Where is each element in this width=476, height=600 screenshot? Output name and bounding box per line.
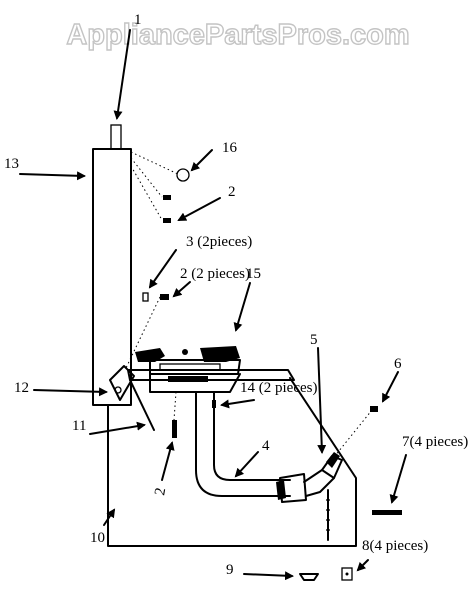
part-2-screw-mid [163, 218, 171, 223]
callout-1: 1 [134, 12, 142, 28]
callout-7: 7(4 pieces) [402, 434, 468, 450]
callout-12: 12 [14, 380, 29, 396]
callout-arrows [19, 29, 407, 581]
callout-9: 9 [226, 562, 234, 578]
callout-4: 4 [262, 438, 270, 454]
part-14-screw [212, 400, 216, 408]
part-10-base-frame [107, 377, 357, 547]
watermark-text: AppliancePartsPros.com [66, 19, 409, 51]
part-15-burner-assembly [135, 346, 241, 393]
callout-11: 11 [72, 418, 86, 434]
part-3-fastener [142, 292, 149, 302]
part-4-tube-outer [195, 391, 291, 497]
callout-16: 16 [222, 140, 238, 156]
callout-2-c: 2 [152, 487, 169, 497]
dotted-guides [125, 151, 373, 463]
part-7-bolt [372, 510, 402, 515]
callout-3: 3 (2pieces) [186, 234, 252, 250]
callout-5: 5 [310, 332, 318, 348]
callout-10: 10 [90, 530, 105, 546]
callout-2-b: 2 (2 pieces) [180, 266, 250, 282]
callout-14: 14 (2 pieces) [240, 380, 317, 396]
part-4-tube-inner [213, 391, 291, 481]
callout-8: 8(4 pieces) [362, 538, 428, 554]
top-plate [127, 369, 295, 381]
part-2-screw-top [163, 195, 171, 200]
part-16-knob [176, 168, 190, 182]
callout-13: 13 [4, 156, 19, 172]
callout-2-a: 2 [228, 184, 236, 200]
part-11-panel [129, 379, 155, 431]
part-9-foot [299, 573, 319, 581]
part-13-column [92, 148, 132, 406]
callout-15: 15 [246, 266, 261, 282]
part-1-pin [110, 124, 122, 150]
part-5-valve [276, 452, 343, 541]
part-2-screw-pair [160, 294, 169, 300]
part-12-bracket [109, 365, 135, 401]
part-2-screw-bottom [172, 420, 177, 438]
part-6-screw [370, 406, 378, 412]
callout-6: 6 [394, 356, 402, 372]
part-8-nut [341, 567, 353, 581]
